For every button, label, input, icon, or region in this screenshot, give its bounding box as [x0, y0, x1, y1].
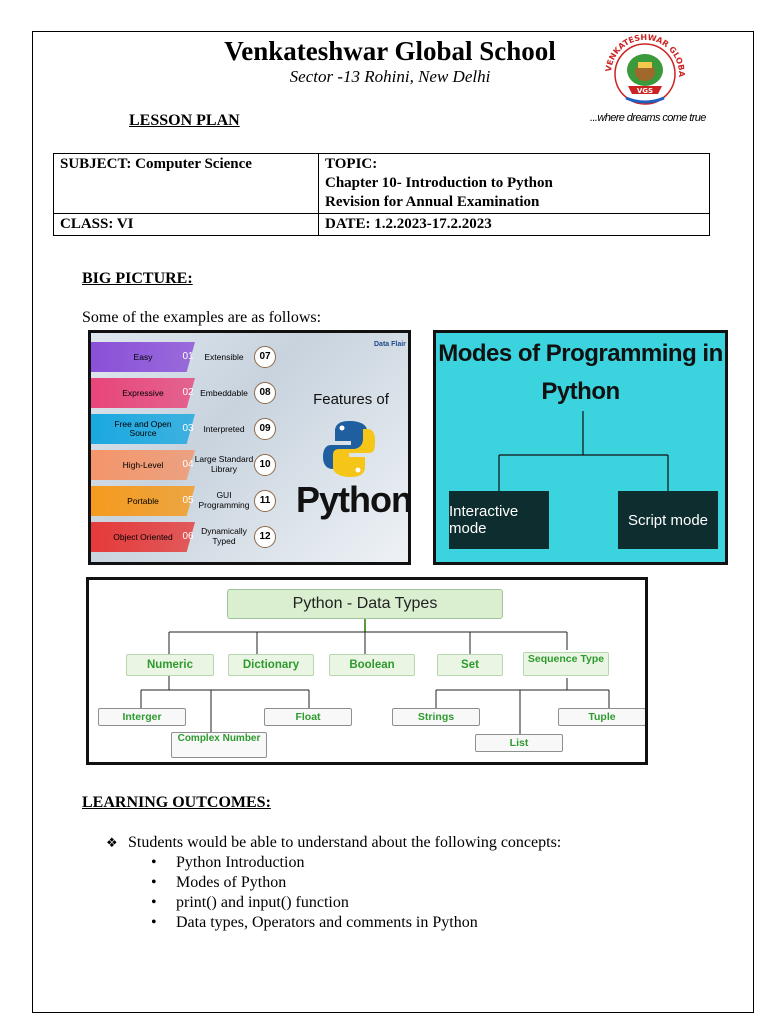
set-node: Set: [437, 654, 503, 676]
data-types-title: Python - Data Types: [227, 589, 503, 619]
feature-left-number: 02: [182, 387, 194, 398]
feature-number-circle: 08: [254, 382, 276, 404]
subject-cell: SUBJECT: Computer Science: [53, 153, 319, 214]
features-title: Features of: [313, 391, 389, 408]
outcomes-lead-text: Students would be able to understand abo…: [128, 834, 562, 851]
topic-line-2: Revision for Annual Examination: [325, 194, 540, 210]
strings-node: Strings: [392, 708, 480, 726]
table-row: CLASS: VI DATE: 1.2.2023-17.2.2023: [53, 213, 710, 236]
outcomes-lead: ❖ Students would be able to understand a…: [106, 833, 561, 853]
feature-left-number: 01: [182, 351, 194, 362]
complex-number-node: Complex Number: [171, 732, 267, 758]
modes-title-line-1: Modes of Programming in: [438, 340, 723, 367]
feature-left-label: Portable: [127, 495, 159, 506]
feature-right-label: Dynamically Typed: [201, 526, 247, 546]
sequence-type-node: Sequence Type: [523, 652, 609, 676]
modes-title-line-2: Python: [541, 378, 620, 405]
big-picture-heading: BIG PICTURE:: [82, 270, 193, 287]
feature-left-box: Portable: [91, 486, 195, 516]
outcomes-items: Python Introduction Modes of Python prin…: [106, 853, 561, 933]
feature-number-circle: 12: [254, 526, 276, 548]
logo-badge: VGS: [637, 87, 653, 95]
feature-left-label: Expressive: [122, 387, 164, 398]
subject-text: SUBJECT: Computer Science: [60, 156, 252, 172]
date-cell: DATE: 1.2.2023-17.2.2023: [318, 213, 710, 236]
feature-left-label: Object Oriented: [113, 531, 173, 542]
topic-label: TOPIC:: [325, 156, 378, 172]
topic-cell: TOPIC: Chapter 10- Introduction to Pytho…: [318, 153, 710, 214]
feature-right-label: Extensible: [204, 352, 244, 362]
school-tagline: ...where dreams come true: [590, 112, 706, 124]
feature-left-box: Free and Open Source: [91, 414, 195, 444]
interactive-mode-box: Interactive mode: [449, 491, 549, 549]
feature-left-label: Free and Open Source: [114, 419, 172, 438]
lesson-info-table: SUBJECT: Computer Science TOPIC: Chapter…: [53, 153, 710, 236]
lesson-plan-title: LESSON PLAN: [129, 112, 240, 129]
data-types-connector-lines: [140, 618, 610, 734]
feature-left-number: 06: [182, 531, 194, 542]
topic-line-1: Chapter 10- Introduction to Python: [325, 175, 553, 191]
feature-left-number: 05: [182, 495, 194, 506]
feature-left-box: Easy: [91, 342, 195, 372]
learning-outcomes-heading: LEARNING OUTCOMES:: [82, 794, 271, 811]
list-item: Data types, Operators and comments in Py…: [151, 913, 561, 933]
float-node: Float: [264, 708, 352, 726]
feature-left-number: 03: [182, 423, 194, 434]
feature-right-label: Embeddable: [200, 388, 248, 398]
list-item: Python Introduction: [151, 853, 561, 873]
feature-left-box: Expressive: [91, 378, 195, 408]
python-data-types-image: Python - Data Types Numeric Dictionary B…: [86, 577, 648, 765]
dataflair-brand: Data Flair: [374, 341, 406, 348]
feature-left-box: Object Oriented: [91, 522, 195, 552]
numeric-node: Numeric: [126, 654, 214, 676]
python-wordmark: Python: [296, 479, 411, 520]
class-cell: CLASS: VI: [53, 213, 319, 236]
feature-right-label: GUI Programming: [198, 490, 250, 510]
list-node: List: [475, 734, 563, 752]
diamond-bullet-icon: ❖: [106, 835, 118, 850]
interger-node: Interger: [98, 708, 186, 726]
class-text: CLASS: VI: [60, 216, 134, 232]
list-item: Modes of Python: [151, 873, 561, 893]
feature-left-label: Easy: [133, 351, 153, 362]
school-address: Sector -13 Rohini, New Delhi: [289, 67, 491, 86]
feature-number-circle: 11: [254, 490, 276, 512]
script-mode-box: Script mode: [618, 491, 718, 549]
feature-number-circle: 07: [254, 346, 276, 368]
feature-left-box: High-Level: [91, 450, 195, 480]
boolean-node: Boolean: [329, 654, 415, 676]
modes-connector-lines: [498, 411, 669, 491]
school-logo: VENKATESHWAR GLOBAL VGS: [595, 25, 692, 112]
feature-number-circle: 09: [254, 418, 276, 440]
dictionary-node: Dictionary: [228, 654, 314, 676]
date-text: DATE: 1.2.2023-17.2.2023: [325, 216, 492, 232]
tuple-node: Tuple: [558, 708, 645, 726]
learning-outcomes-list: ❖ Students would be able to understand a…: [106, 833, 561, 933]
feature-number-circle: 10: [254, 454, 276, 476]
feature-left-label: High-Level: [122, 459, 164, 470]
python-logo-icon: [323, 419, 375, 479]
school-name: Venkateshwar Global School: [224, 36, 556, 66]
page-border: [32, 31, 754, 1013]
table-row: SUBJECT: Computer Science TOPIC: Chapter…: [53, 153, 710, 214]
feature-right-label: Interpreted: [203, 424, 245, 434]
big-picture-intro: Some of the examples are as follows:: [82, 309, 322, 326]
feature-left-number: 04: [182, 459, 194, 470]
feature-right-label: Large Standard Library: [194, 454, 254, 474]
list-item: print() and input() function: [151, 893, 561, 913]
modes-of-programming-image: Modes of Programming in Python Interacti…: [433, 330, 728, 565]
